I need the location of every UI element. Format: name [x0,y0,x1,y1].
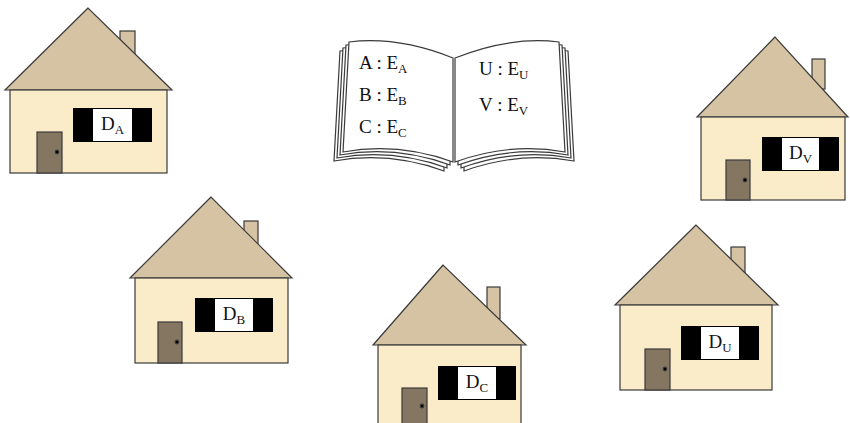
subscript: A [398,61,407,76]
subscript: B [398,93,407,108]
window-label: DA [101,113,124,137]
book-page: A : EA B : EB C : EC [333,36,455,168]
window-box: DB [195,298,273,332]
house [373,265,526,423]
subscript: U [722,340,731,355]
subscript: C [398,125,407,140]
subscript: U [519,67,528,82]
subscript: V [803,151,812,166]
window-label: DC [466,371,488,395]
house [130,197,292,363]
window-box: DA [73,108,152,142]
house [5,8,172,173]
subscript: B [237,312,246,327]
key-entry: V : EV [479,94,528,118]
key-entry: A : EA [359,52,407,76]
window-box: DU [681,326,759,360]
window-box: DV [762,137,839,171]
subscript: A [115,122,124,137]
window-box: DC [438,366,516,400]
house [697,37,848,200]
subscript: V [519,103,528,118]
window-label: DU [708,331,731,355]
key-entry: B : EB [359,84,407,108]
house [615,225,778,390]
book-page: U : EU V : EV [453,36,575,168]
key-entry: U : EU [479,58,528,82]
window-label: DV [789,142,812,166]
subscript: C [480,380,489,395]
key-entry: C : EC [359,116,407,140]
window-label: DB [223,303,245,327]
